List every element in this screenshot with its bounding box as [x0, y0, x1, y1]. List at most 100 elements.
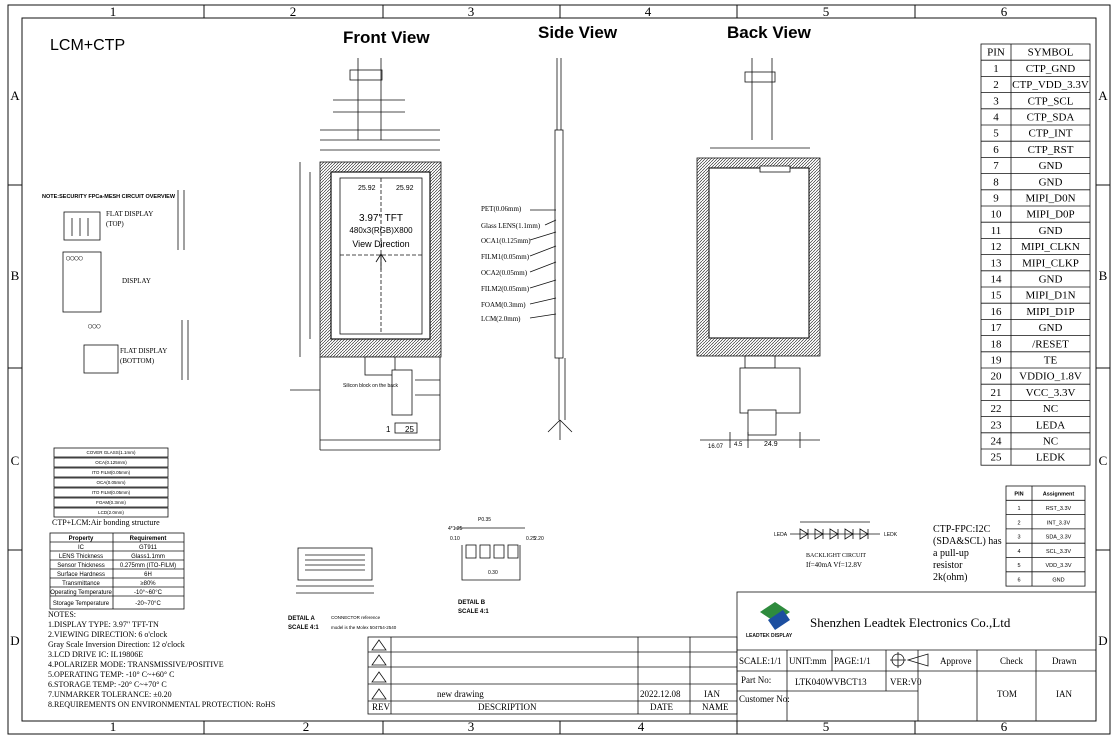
prop-cell: Storage Temperature [53, 601, 110, 607]
detail-b: 4*1.25 P0.35 0.10 0.30 0.25 2.20 DETAIL … [448, 517, 544, 615]
col-label: 1 [110, 719, 117, 734]
pin-symbol: GND [1039, 160, 1063, 172]
display-label: DISPLAY [122, 277, 151, 285]
pin-symbol: CTP_SCL [1028, 95, 1074, 107]
stack-layer: ITO FILM(0.05mm) [92, 470, 131, 475]
pin-symbol: GND [1039, 322, 1063, 334]
note-line: Gray Scale Inversion Direction: 12 o'clo… [48, 640, 185, 649]
front-pin-25: 25 [405, 425, 414, 434]
pin-symbol: MIPI_D0P [1026, 209, 1074, 221]
back-view-labels: 16.07 4.5 24.9 [708, 441, 778, 450]
ctp-assignment: SCL_3.3V [1046, 549, 1071, 555]
pin-symbol: VCC_3.3V [1026, 387, 1076, 399]
svg-text:○○○: ○○○ [88, 322, 101, 330]
pin-number: 11 [991, 225, 1002, 237]
side-layer: FOAM(0.3mm) [481, 301, 526, 309]
stack-layer: COVER GLASS(1.1mm) [86, 450, 136, 455]
front-bottom-note: Silicon block on the back [343, 383, 399, 389]
title-page: PAGE:1/1 [834, 656, 871, 666]
backlight-spec: If=40mA Vf=12.8V [806, 561, 862, 569]
pin-number: 15 [991, 290, 1003, 302]
col-label: 3 [468, 719, 475, 734]
row-label: C [11, 453, 20, 468]
pin-number: 21 [991, 387, 1002, 399]
side-layers: PET(0.06mm) Glass LENS(1.1mm) OCA1(0.125… [481, 205, 541, 323]
detail-b-label: DETAIL B [458, 600, 486, 606]
pin-number: 25 [991, 452, 1003, 464]
pin-number: 4 [993, 111, 999, 123]
ctp-pin: 5 [1017, 563, 1020, 569]
col-label: 5 [823, 4, 830, 19]
title-drawn: Drawn [1052, 656, 1077, 666]
prop-cell: Operating Temperature [50, 590, 112, 596]
ctp-pin: 4 [1017, 549, 1020, 555]
side-layer: PET(0.06mm) [481, 205, 522, 213]
flat-display-bottom: FLAT DISPLAY [120, 347, 167, 355]
ctp-assignment: RST_3.3V [1046, 506, 1072, 512]
prop-cell: 0.275mm (ITO-FILM) [120, 563, 176, 569]
flat-display-top: FLAT DISPLAY [106, 210, 153, 218]
detail-b-dim: 2.20 [534, 536, 544, 542]
pin-symbol: CTP_RST [1028, 144, 1074, 156]
title-unit: UNIT:mm [789, 656, 827, 666]
prop-cell: -10°~60°C [134, 590, 163, 596]
prop-cell: Sensor Thickness [57, 563, 105, 569]
note-line: 6.STORAGE TEMP: -20° C~+70° C [48, 680, 167, 689]
pin-number: 14 [991, 273, 1003, 285]
title-block: LEADTEK DISPLAY Shenzhen Leadtek Electro… [367, 591, 1097, 722]
rev-date: 2022.12.08 [640, 689, 681, 699]
col-label: 4 [638, 719, 645, 734]
side-layer: FILM1(0.05mm) [481, 253, 530, 261]
pin-symbol: GND [1039, 273, 1063, 285]
pin-symbol: CTP_SDA [1027, 111, 1075, 123]
prop-cell: -20~70°C [135, 601, 161, 607]
pin-symbol: CTP_INT [1029, 128, 1073, 140]
back-dim-b: 24.9 [764, 441, 778, 448]
pin-symbol: MIPI_CLKP [1022, 257, 1079, 269]
pin-symbol: MIPI_D1P [1026, 306, 1074, 318]
pin-symbol: GND [1039, 176, 1063, 188]
pin-number: 1 [993, 63, 999, 75]
stack-caption: CTP+LCM:Air bonding structure [52, 518, 160, 527]
back-view-drawing [696, 58, 821, 448]
ctp-note: CTP-FPC:I2C (SDA&SCL) has a pull-up resi… [933, 524, 1002, 583]
flat-display-top-sub: (TOP) [106, 220, 124, 228]
name-col: NAME [702, 702, 729, 712]
note-line: 1.DISPLAY TYPE: 3.97" TFT-TN [48, 620, 159, 629]
pin-number: 19 [991, 354, 1003, 366]
pin-symbol: NC [1043, 435, 1058, 447]
notes: NOTES: 1.DISPLAY TYPE: 3.97" TFT-TN 2.VI… [48, 610, 275, 709]
property-table: Property Requirement IC GT911 LENS Thick… [49, 532, 185, 610]
ctp-note-line: resistor [933, 560, 963, 571]
col-label: 5 [823, 719, 830, 734]
stack-layer: LCD(2.0mm) [98, 510, 124, 515]
detail-b-dim: 0.25 [526, 536, 536, 542]
detail-b-dim: P0.35 [478, 517, 491, 523]
pin-symbol: /RESET [1032, 338, 1069, 350]
pin-symbol: NC [1043, 403, 1058, 415]
prop-header: Requirement [130, 536, 167, 542]
detail-a: DETAIL A SCALE 4:1 CONNECTOR reference m… [288, 547, 397, 631]
connector-note-2: model is the Molex 504754-2540 [331, 625, 397, 630]
front-pin-1: 1 [386, 425, 391, 434]
prop-cell: 6H [144, 572, 152, 578]
front-view-labels: 25.92 25.92 3.97" TFT 480x3(RGB)X800 Vie… [343, 185, 414, 434]
pin-number: 13 [991, 257, 1003, 269]
pin-symbol: CTP_GND [1026, 63, 1076, 75]
pin-number: 24 [991, 435, 1003, 447]
logo-text: LEADTEK DISPLAY [746, 633, 793, 639]
col-label: 2 [303, 719, 310, 734]
back-dim-c: 16.07 [708, 444, 724, 450]
detail-b-scale: SCALE 4:1 [458, 609, 489, 615]
title-part-no-label: Part No: [741, 675, 771, 685]
title-approve: Approve [940, 656, 972, 666]
row-label: B [1099, 268, 1108, 283]
logo-blue-shape [768, 610, 790, 630]
drawing-frame [7, 4, 1111, 735]
pin-number: 8 [993, 176, 999, 188]
flat-display-bottom-sub: (BOTTOM) [120, 357, 155, 365]
pin-number: 10 [991, 209, 1003, 221]
ctp-assignment: SDA_3.3V [1046, 535, 1072, 541]
ctp-pin: 2 [1017, 520, 1020, 526]
